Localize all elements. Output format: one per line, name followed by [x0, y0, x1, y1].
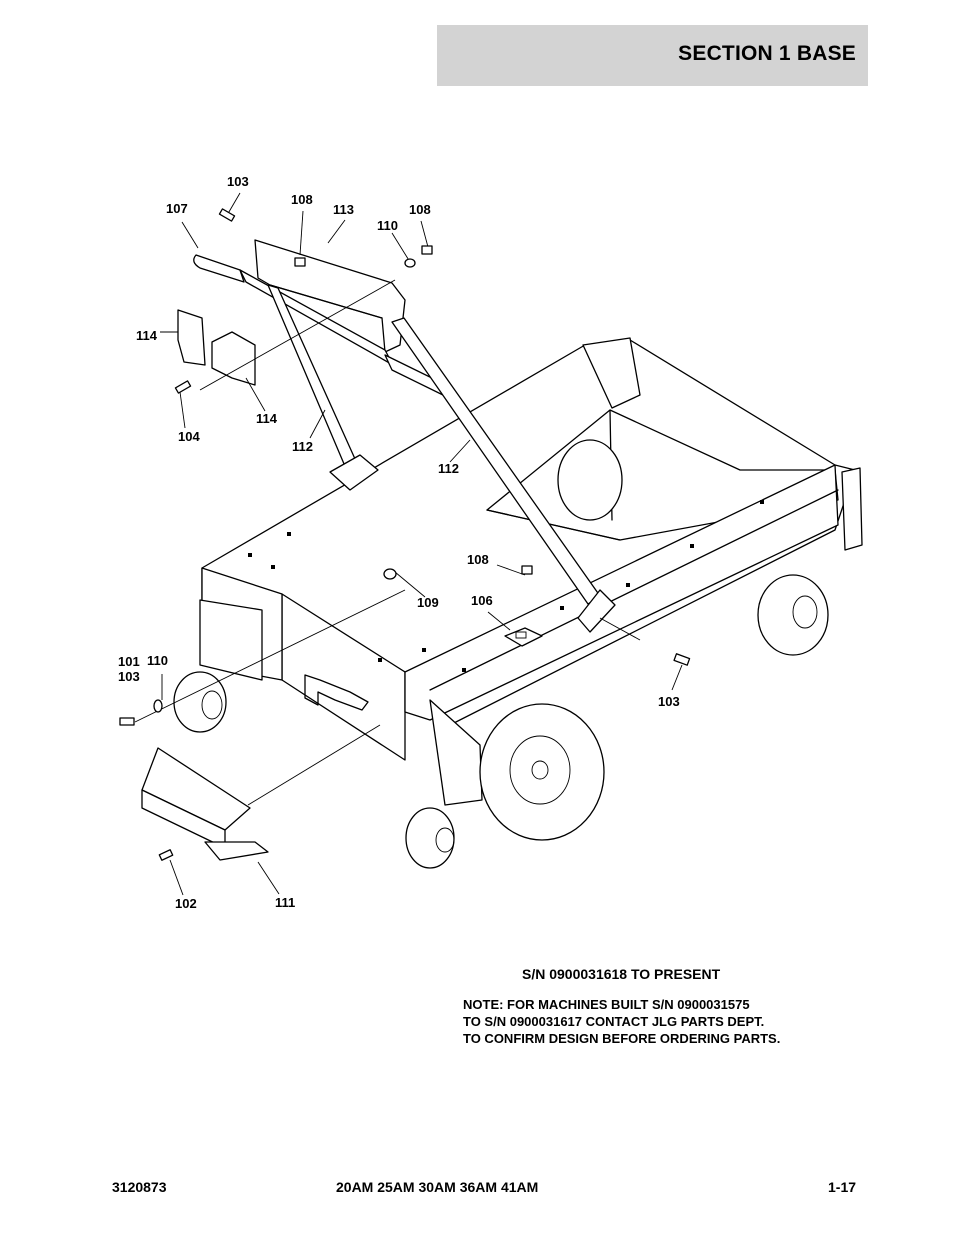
callout-106: 106: [471, 593, 493, 608]
callout-103-right: 103: [658, 694, 680, 709]
callout-112-right: 112: [438, 461, 459, 476]
note-line: TO CONFIRM DESIGN BEFORE ORDERING PARTS.: [463, 1031, 781, 1046]
callout-114-upper: 114: [136, 328, 158, 343]
callout-108-top-left: 108: [291, 192, 313, 207]
callout-104: 104: [178, 429, 200, 444]
callout-114-lower: 114: [256, 411, 278, 426]
footer-models: 20AM 25AM 30AM 36AM 41AM: [336, 1179, 539, 1195]
callout-leaders: [119, 192, 691, 896]
wheel-assembly: [173, 439, 829, 869]
footer-page-number: 1-17: [828, 1179, 857, 1195]
callout-113: 113: [333, 202, 354, 217]
note-line: NOTE: FOR MACHINES BUILT S/N 0900031575: [463, 997, 750, 1012]
callout-108-top-right: 108: [409, 202, 431, 217]
callout-111: 111: [275, 895, 295, 910]
callout-110-top: 110: [377, 218, 398, 233]
callout-112-left: 112: [292, 439, 313, 454]
footer-doc-number: 3120873: [112, 1179, 167, 1195]
callout-102: 102: [175, 896, 197, 911]
section-title: SECTION 1 BASE: [678, 42, 856, 65]
callout-107: 107: [166, 201, 188, 216]
note-line: TO S/N 0900031617 CONTACT JLG PARTS DEPT…: [463, 1014, 765, 1029]
section-header: SECTION 1 BASE: [437, 25, 868, 86]
strut-assembly: [141, 239, 616, 861]
callout-101: 101: [118, 654, 140, 669]
callout-109: 109: [417, 595, 439, 610]
frame-assembly: [199, 337, 863, 806]
callout-103-left: 103: [118, 669, 140, 684]
callout-103-top: 103: [227, 174, 249, 189]
callout-110-left: 110: [147, 653, 168, 668]
ordering-note: NOTE: FOR MACHINES BUILT S/N 0900031575 …: [463, 996, 780, 1047]
serial-number-range: S/N 0900031618 TO PRESENT: [522, 966, 721, 982]
callout-108-middle: 108: [467, 552, 489, 567]
callout-labels: 103 107 108 113 110 108 114 104 114 112 …: [118, 174, 680, 911]
